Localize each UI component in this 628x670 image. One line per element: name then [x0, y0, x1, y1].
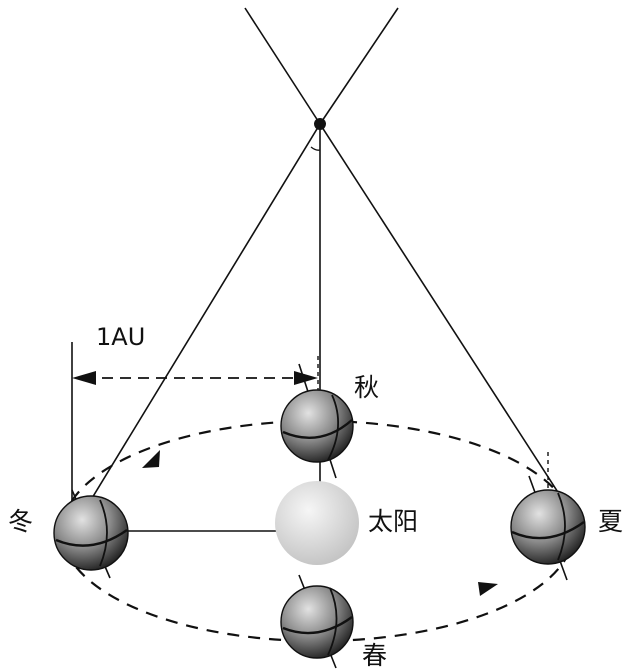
parallax-angle-arc	[310, 146, 321, 151]
orbit-arrow-upper-left	[142, 450, 160, 468]
planet-meridian	[99, 499, 108, 567]
sight-line-left-upper	[244, 7, 321, 125]
planet-equator	[55, 529, 128, 547]
planet-summer	[510, 475, 586, 581]
planet-spring	[280, 574, 354, 669]
au-arrowhead-left	[72, 371, 96, 385]
winter-label: 冬	[8, 507, 33, 536]
planet-meridian	[557, 492, 566, 561]
orbit-arrow-lower-right	[478, 582, 498, 596]
sun	[275, 481, 359, 565]
planet-autumn	[280, 363, 354, 479]
planet-equator	[282, 616, 353, 635]
planet-meridian	[327, 587, 338, 656]
au-arrowhead-right	[294, 371, 318, 385]
planet-body	[510, 489, 586, 565]
sight-line-to-summer	[319, 123, 584, 532]
autumn-label: 秋	[354, 373, 379, 402]
planet-equator	[282, 419, 353, 439]
planet-body	[53, 495, 129, 571]
sight-line-right-upper	[319, 7, 399, 125]
planet-body	[280, 389, 354, 463]
summer-label: 夏	[598, 507, 623, 536]
sun-label: 太阳	[368, 507, 418, 536]
spring-label: 春	[362, 641, 387, 670]
planet-meridian	[327, 394, 340, 461]
sight-line-to-winter	[71, 123, 321, 532]
distance-label: 1AU	[96, 323, 145, 351]
planet-winter	[53, 489, 129, 579]
planet-equator	[511, 521, 585, 540]
